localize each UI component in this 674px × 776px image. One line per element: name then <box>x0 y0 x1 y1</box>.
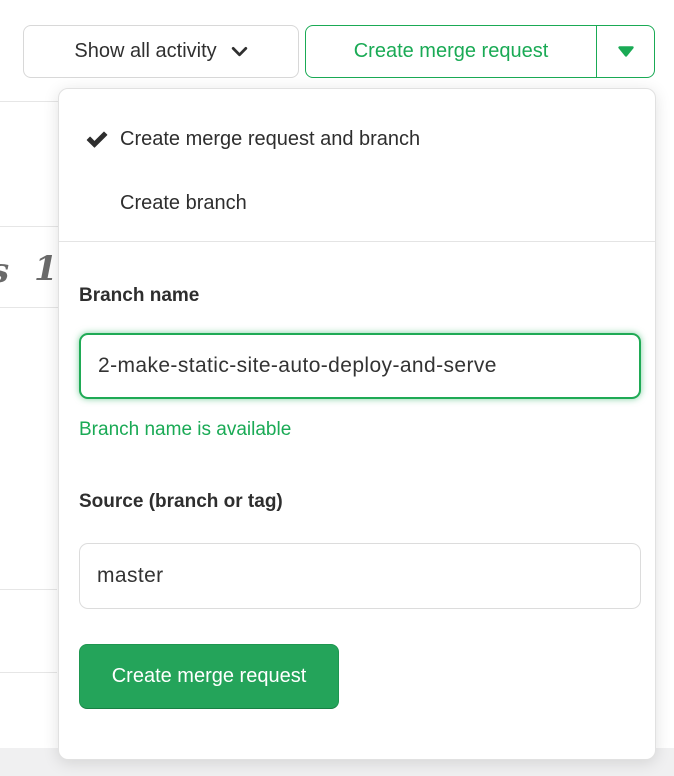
panel-divider <box>59 241 655 242</box>
background-divider <box>0 226 60 227</box>
background-divider <box>0 101 60 102</box>
menu-item-label: Create merge request and branch <box>120 127 421 150</box>
branch-name-status-message: Branch name is available <box>79 419 292 440</box>
menu-item-create-merge-request-and-branch[interactable]: Create merge request and branch <box>60 107 654 171</box>
background-text-fragment: 1 <box>34 249 58 289</box>
check-icon <box>84 127 110 153</box>
caret-down-icon <box>617 45 635 58</box>
branch-name-label: Branch name <box>79 285 200 306</box>
branch-name-input[interactable] <box>79 333 641 399</box>
create-merge-request-dropdown-panel: Create merge request and branch Create b… <box>58 88 656 760</box>
background-divider <box>0 589 57 590</box>
background-divider <box>0 307 60 308</box>
create-merge-request-split-button: Create merge request <box>305 25 655 78</box>
background-divider <box>0 672 57 673</box>
background-text-fragment: s <box>0 251 9 291</box>
menu-item-label: Create branch <box>120 191 247 214</box>
chevron-down-icon <box>231 46 248 58</box>
source-label: Source (branch or tag) <box>79 491 283 512</box>
show-all-activity-button[interactable]: Show all activity <box>23 25 299 78</box>
show-all-activity-label: Show all activity <box>74 40 217 62</box>
source-input[interactable] <box>79 543 641 609</box>
create-merge-request-dropdown-toggle[interactable] <box>596 26 654 77</box>
create-merge-request-submit-button[interactable]: Create merge request <box>79 644 339 709</box>
menu-item-create-branch[interactable]: Create branch <box>60 171 654 235</box>
create-merge-request-button[interactable]: Create merge request <box>306 26 596 77</box>
